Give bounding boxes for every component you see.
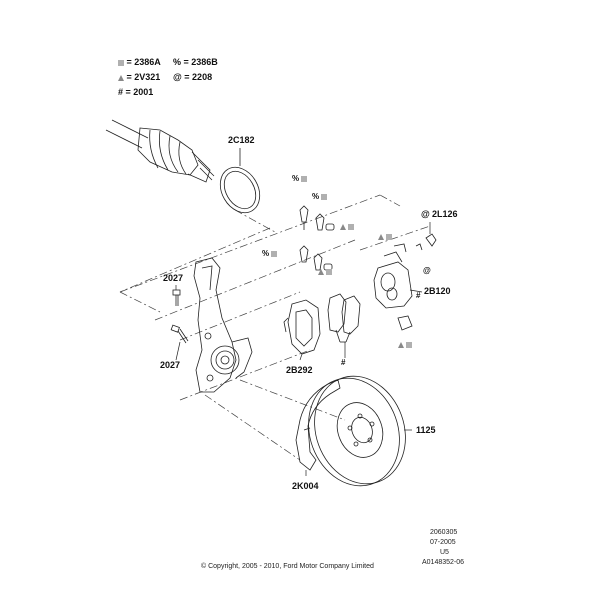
leader-lines [175, 222, 431, 476]
tag-upper-triangle [340, 223, 355, 231]
legend-text-2208: = 2208 [184, 72, 213, 82]
callout-rotor: 1125 [416, 425, 436, 435]
callout-at-symbol-2: @ [421, 209, 430, 219]
gray-triangle-icon [118, 74, 124, 81]
legend-row-2a: = 2V321 [118, 73, 160, 82]
tag-upper-pin-percent-2: % [312, 192, 328, 201]
callout-pad-bracket: 2B292 [286, 365, 313, 375]
percent-symbol-icon: % [312, 192, 320, 201]
legend-row-2b: @ = 2208 [173, 73, 212, 82]
tag-pads-hash: # [341, 359, 345, 367]
at-symbol-icon: @ [173, 72, 182, 82]
hash-symbol-icon: # [118, 87, 124, 97]
percent-symbol-icon: % [292, 174, 300, 183]
legend-text-2386b: = 2386B [183, 57, 218, 67]
meta-line-3: U5 [440, 549, 449, 556]
assembly-guide-lines [119, 194, 431, 461]
callout-splash-shield: 2K004 [292, 481, 319, 491]
callout-upper-bolt: 2027 [163, 273, 184, 283]
brake-caliper [373, 243, 413, 331]
callout-sensor-ring: 2C182 [228, 135, 255, 145]
callout-lower-bolt: 2027 [160, 360, 181, 370]
pad-bracket [283, 299, 321, 355]
gray-square-icon [118, 59, 124, 66]
gray-triangle-icon [318, 268, 324, 275]
hash-symbol-icon: # [416, 291, 421, 300]
gray-square-icon [348, 223, 355, 230]
percent-symbol-icon: % [262, 249, 270, 258]
sensor-ring [219, 148, 261, 214]
meta-line-4: A0148352-06 [422, 559, 465, 566]
at-symbol-icon: @ [423, 266, 431, 275]
gray-square-icon [386, 233, 393, 240]
tag-bracket-triangle [378, 233, 393, 241]
meta-line-1: 2060305 [430, 529, 458, 536]
lower-knuckle-bolt [170, 324, 189, 344]
gray-square-icon [271, 250, 278, 257]
copyright-notice: © Copyright, 2005 - 2010, Ford Motor Com… [201, 563, 374, 570]
callout-caliper: 2B120 [424, 286, 451, 296]
tag-upper-pin-percent: % [292, 174, 308, 183]
legend-row-1b: % = 2386B [173, 58, 218, 67]
splash-shield [295, 379, 341, 471]
legend-text-2386a: = 2386A [126, 57, 161, 67]
half-shaft-cv-joint [105, 119, 215, 183]
gray-triangle-icon [378, 233, 384, 240]
legend-row-3: # = 2001 [118, 88, 153, 97]
gray-triangle-icon [340, 223, 346, 230]
gray-square-icon [321, 193, 328, 200]
gray-square-icon [406, 341, 413, 348]
percent-symbol-icon: % [173, 57, 182, 67]
brake-pads [327, 293, 361, 343]
gray-square-icon [326, 268, 333, 275]
tag-bracket-hash: # [416, 292, 420, 300]
tag-caliper-at: @ [423, 267, 431, 275]
brake-rotor [308, 375, 406, 487]
tag-lower-pin-percent: % [262, 249, 278, 258]
gray-square-icon [301, 175, 308, 182]
legend-row-1a: = 2386A [118, 58, 161, 67]
upper-knuckle-bolt [172, 289, 181, 306]
tag-clip-triangle [398, 341, 413, 349]
gray-triangle-icon [398, 341, 404, 348]
small-hardware [299, 205, 437, 271]
legend-text-2v321: = 2V321 [126, 72, 161, 82]
meta-line-2: 07-2005 [430, 539, 456, 546]
steering-knuckle [193, 257, 253, 393]
hash-symbol-icon: # [341, 358, 346, 367]
legend-text-2001: = 2001 [125, 87, 154, 97]
callout-mounting-bracket: 2L126 [432, 209, 458, 219]
tag-lower-triangle [318, 268, 333, 276]
